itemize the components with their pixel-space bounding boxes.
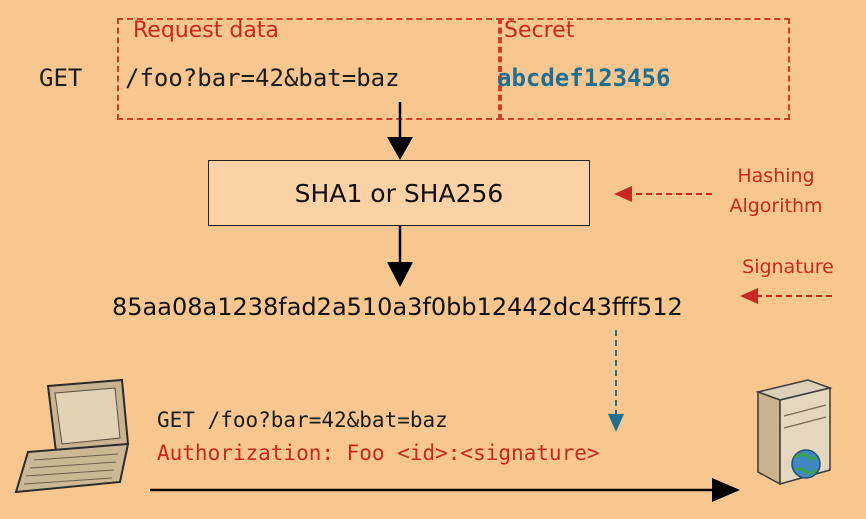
hashing-algorithm-label: SHA1 or SHA256	[294, 178, 504, 208]
laptop-icon	[14, 378, 130, 494]
secret-label: Secret	[504, 18, 575, 43]
signature-value: 85aa08a1238fad2a510a3f0bb12442dc43fff512	[112, 293, 683, 321]
server-with-globe-icon	[755, 379, 833, 486]
request-data-box	[117, 18, 502, 120]
annotation-line-2: Algorithm	[729, 195, 823, 217]
annotation-line-1: Hashing	[737, 165, 815, 187]
arrow-client-to-server	[150, 478, 740, 502]
http-request-line: GET /foo?bar=42&bat=baz	[157, 408, 448, 432]
request-data-label: Request data	[133, 18, 279, 43]
authorization-header: Authorization: Foo <id>:<signature>	[157, 441, 600, 465]
hashing-algorithm-box: SHA1 or SHA256	[208, 160, 590, 226]
secret-value: abcdef123456	[497, 64, 671, 92]
arrow-hash-to-signature	[387, 226, 413, 287]
signature-annotation: Signature	[742, 256, 834, 278]
request-path: /foo?bar=42&bat=baz	[125, 64, 400, 92]
request-method: GET	[39, 64, 83, 92]
arrow-request-to-hash	[387, 102, 413, 160]
secret-box	[498, 18, 790, 120]
hashing-algorithm-annotation: Hashing Algorithm	[706, 161, 846, 221]
